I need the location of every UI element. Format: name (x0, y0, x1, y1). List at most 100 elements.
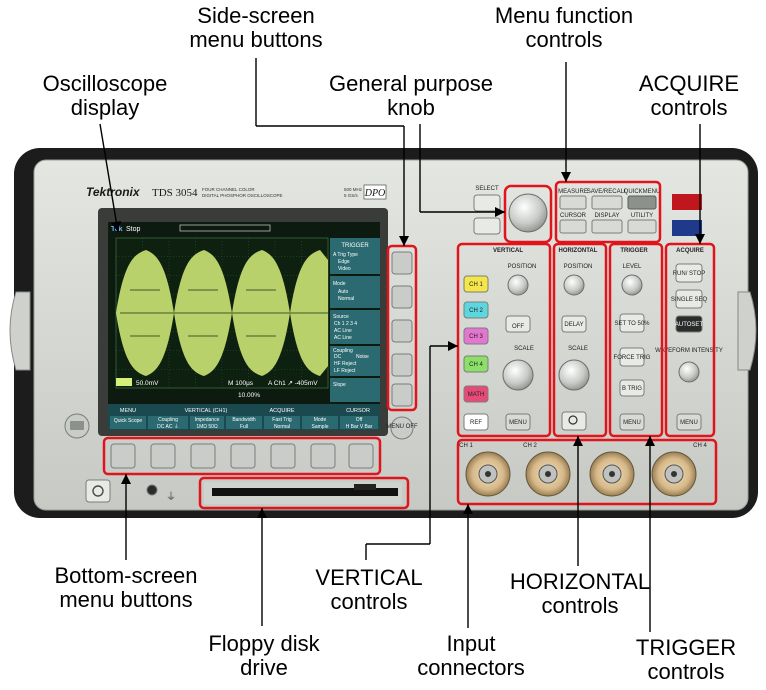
probe-comp-jack (146, 484, 158, 496)
brand-logo: Tektronix (86, 185, 141, 199)
model-number: TDS 3054 (152, 187, 198, 199)
quickmenu-label: QUICKMENU (624, 189, 661, 195)
trigger-menu-button[interactable] (619, 413, 645, 431)
floppy-eject[interactable] (354, 484, 376, 490)
highlight-knob (503, 184, 553, 244)
label-display-line1: Oscilloscope (42, 71, 168, 96)
h-position-label: POSITION (564, 264, 593, 270)
label-side-screen-line1: Side-screen (197, 3, 315, 28)
highlight-side-buttons (386, 244, 418, 412)
select-button[interactable] (473, 194, 501, 212)
side-screen-buttons (391, 251, 413, 407)
set-to-50-label: SET TO 50% (614, 321, 650, 327)
right-handle (737, 291, 757, 371)
ch1-button[interactable] (463, 275, 489, 293)
menu-off-button[interactable] (390, 416, 414, 440)
force-trig-button[interactable] (619, 347, 645, 367)
h-position-knob[interactable] (563, 274, 585, 296)
v-position-label: POSITION (508, 264, 537, 270)
waveform-trace (116, 250, 328, 376)
ref-button[interactable] (463, 413, 489, 431)
label-acquire-line2: controls (650, 95, 728, 120)
mode-auto: Auto (338, 289, 349, 295)
bottom-button-6[interactable] (310, 443, 336, 469)
trigger-level-knob[interactable] (621, 274, 643, 296)
waveform-intensity-label: WAVEFORM INTENSITY (655, 348, 723, 354)
cursor-off: Off (356, 417, 363, 423)
coupling-value: DC AC ⏚ (157, 423, 179, 430)
label-input-line1: Input (446, 631, 496, 656)
side-button-5[interactable] (391, 383, 413, 407)
label-trigger-line2: controls (647, 659, 725, 684)
menu-function-buttons (559, 195, 657, 234)
trigger-readout: A Ch1 ↗ -405mV (268, 380, 318, 387)
ch2-label: CH 2 (469, 308, 483, 314)
v-scale-label: SCALE (514, 346, 534, 352)
label-floppy-line2: drive (240, 655, 288, 680)
side-button-4[interactable] (391, 353, 413, 377)
measure-label: MEASURE (558, 189, 588, 195)
ch3-button[interactable] (463, 327, 489, 345)
utility-button[interactable] (627, 219, 657, 234)
bottom-button-4[interactable] (230, 443, 256, 469)
v-menu-button[interactable] (505, 413, 531, 431)
label-input-connectors: Input connectors (398, 632, 544, 680)
highlight-horizontal (552, 242, 608, 438)
measure-button[interactable] (559, 195, 587, 210)
display-button[interactable] (591, 219, 623, 234)
ch4-button[interactable] (463, 355, 489, 373)
quickmenu-button[interactable] (627, 195, 657, 210)
set-to-50-button[interactable] (619, 313, 645, 333)
b-trig-button[interactable] (619, 379, 645, 397)
bandwidth-label: Bandwidth (232, 417, 256, 423)
run-stop-button[interactable] (675, 263, 703, 283)
coarse-button[interactable] (473, 217, 501, 235)
autoset-button[interactable] (675, 315, 703, 333)
vertical-section-title: VERTICAL (493, 248, 523, 254)
label-knob-line2: knob (387, 95, 435, 120)
side-button-2[interactable] (391, 285, 413, 309)
acquire-menu-label: MENU (680, 420, 698, 426)
select-label: SELECT (475, 186, 499, 192)
power-button[interactable] (85, 479, 111, 503)
bottom-button-2[interactable] (150, 443, 176, 469)
bottom-button-5[interactable] (270, 443, 296, 469)
waveform-intensity-knob[interactable] (678, 361, 700, 383)
side-button-1[interactable] (391, 251, 413, 275)
fast-trig-value: Normal (274, 424, 290, 430)
trigger-menu-label: MENU (623, 420, 641, 426)
h-scale-knob[interactable] (558, 359, 590, 391)
math-button[interactable] (463, 385, 489, 403)
floppy-slot[interactable] (212, 488, 398, 496)
delay-button[interactable] (561, 315, 587, 333)
v-scale-knob[interactable] (502, 359, 534, 391)
label-acquire-controls: ACQUIRE controls (616, 72, 762, 120)
bottom-button-3[interactable] (190, 443, 216, 469)
bottom-button-7[interactable] (348, 443, 374, 469)
zoom-button[interactable] (561, 411, 587, 431)
save-recall-button[interactable] (591, 195, 623, 210)
bandwidth-2: 5 GS/s (344, 193, 359, 198)
coupling-title: Coupling (333, 348, 353, 354)
cursor-button[interactable] (559, 219, 587, 234)
v-off-label: OFF (512, 324, 524, 330)
v-off-button[interactable] (505, 315, 531, 333)
acquire-menu-button[interactable] (676, 413, 702, 431)
ch2-button[interactable] (463, 301, 489, 319)
label-input-line2: connectors (417, 655, 525, 680)
label-display-line2: display (70, 95, 140, 120)
side-button-3[interactable] (391, 319, 413, 343)
single-seq-button[interactable] (675, 289, 703, 309)
bottom-button-1[interactable] (110, 443, 136, 469)
label-menu-function-line2: controls (525, 27, 603, 52)
v-position-knob[interactable] (507, 274, 529, 296)
label-horizontal-line2: controls (541, 593, 619, 618)
slope-title: Slope (333, 382, 346, 388)
coupling-hf: HF Reject (334, 361, 357, 367)
autoset-label: AUTOSET (675, 322, 704, 328)
general-purpose-knob[interactable] (508, 193, 548, 233)
leader-lines (99, 58, 701, 632)
type-edge: Edge (338, 259, 350, 265)
left-handle (9, 291, 31, 371)
highlight-connectors (456, 438, 718, 506)
